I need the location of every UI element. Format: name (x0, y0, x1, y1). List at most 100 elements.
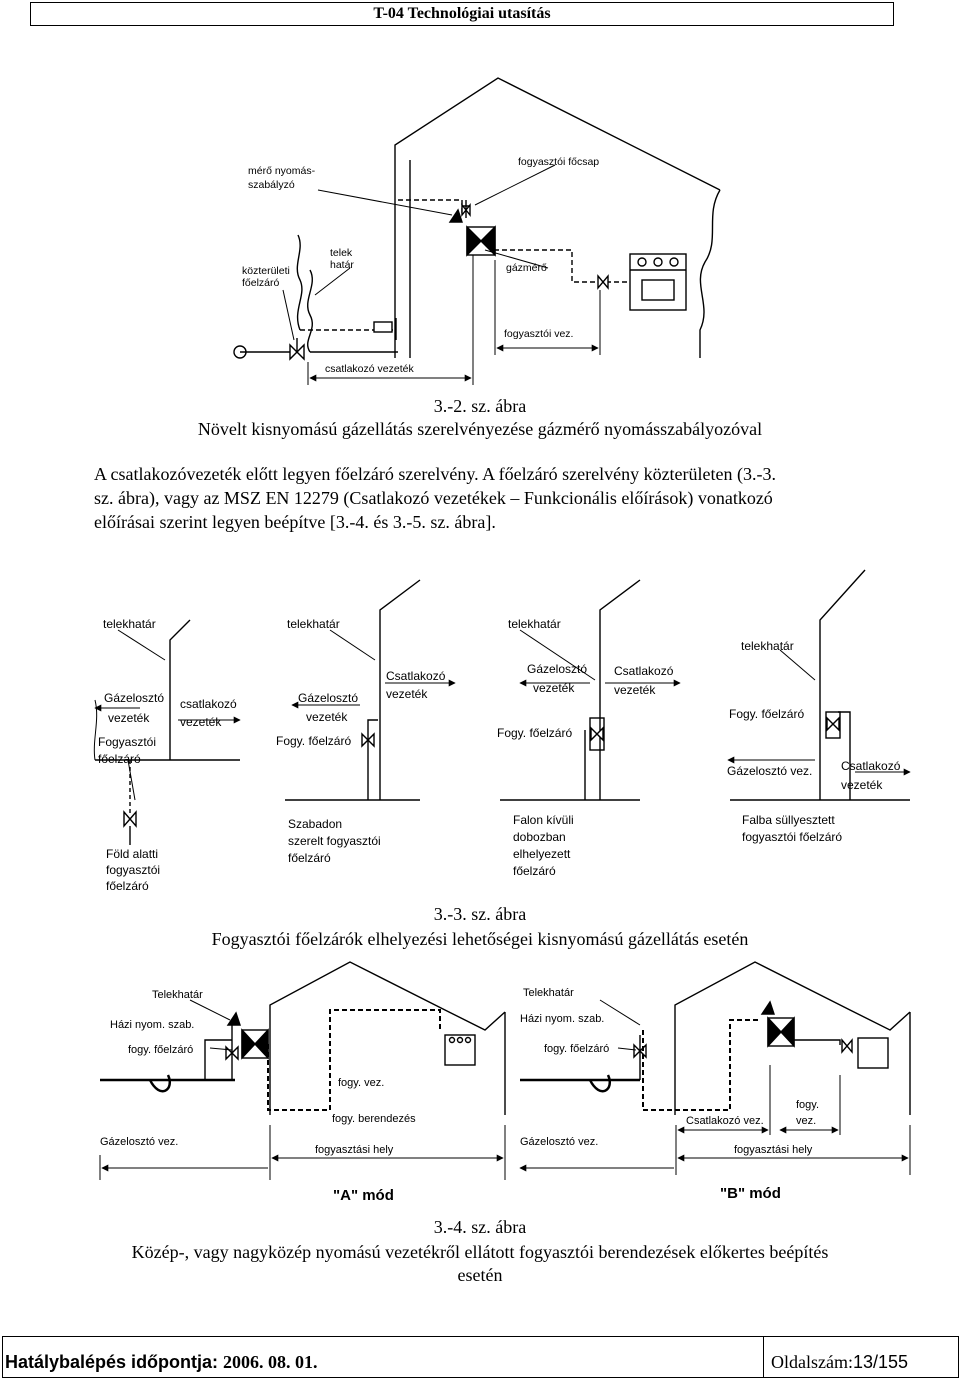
p2-note-2: szerelt fogyasztói (288, 834, 381, 848)
document-footer: Hatálybalépés időpontja: 2006. 08. 01. O… (2, 1336, 959, 1378)
a-house-reg: Házi nyom. szab. (110, 1019, 194, 1031)
p1-conn-2: vezeték (180, 715, 222, 729)
label-public-shutoff-2: főelzáró (242, 277, 280, 289)
p1-note-2: fogyasztói (106, 863, 160, 877)
p2-note-3: főelzáró (288, 851, 331, 865)
p2-dist-1: Gázelosztó (298, 691, 358, 705)
p2-boundary: telekhatár (287, 617, 340, 631)
paragraph-line-3: előírásai szerint legyen beépítve [3.-4.… (94, 512, 496, 532)
p4-note-2: fogyasztói főelzáró (742, 830, 842, 844)
p1-shutoff-1: Fogyasztói (98, 735, 156, 749)
figure-3-4-number: 3.-4. sz. ábra (433, 1217, 527, 1237)
p3-conn-2: vezeték (614, 683, 656, 697)
figure-3-3-title: Fogyasztói főelzárók elhelyezési lehetős… (211, 929, 749, 949)
figure-3-2-number: 3.-2. sz. ábra (433, 396, 527, 416)
label-public-shutoff-1: közterületi (242, 265, 290, 277)
dimension-lines (307, 255, 601, 385)
a-appliance: fogy. berendezés (332, 1113, 416, 1125)
figure-3-2-title: Növelt kisnyomású gázellátás szerelvénye… (197, 419, 763, 439)
p3-boundary: telekhatár (508, 617, 561, 631)
label-boundary-2: határ (330, 259, 354, 271)
gas-meter-symbol (466, 225, 496, 257)
p1-conn-1: csatlakozó (180, 697, 237, 711)
p3-shutoff: Fogy. főelzáró (497, 726, 572, 740)
figure-3-2 (233, 77, 721, 385)
label-service-pipe: csatlakozó vezeték (325, 363, 414, 375)
public-boundary (296, 234, 303, 331)
figure-3-3: telekhatár Gázelosztó vezeték csatlakozó… (93, 569, 911, 893)
p3-dist-2: vezeték (533, 681, 575, 695)
boundary-line (307, 269, 313, 353)
p3-note-3: elhelyezett (513, 847, 571, 861)
leader-lines (282, 164, 556, 341)
building-entry-fitting (373, 318, 397, 340)
page-number: Oldalszám:13/155 (771, 1352, 908, 1373)
public-shutoff-valve (289, 338, 305, 361)
figure-3-4-title-2: esetén (457, 1265, 503, 1285)
p2-dist-2: vezeték (306, 710, 348, 724)
p4-note-1: Falba süllyesztett (742, 813, 835, 827)
p3-dist-1: Gázelosztó (527, 662, 587, 676)
p2-note-1: Szabadon (288, 817, 342, 831)
p2-shutoff: Fogy. főelzáró (276, 734, 351, 748)
b-house-reg: Házi nyom. szab. (520, 1013, 604, 1025)
paragraph-line-1: A csatlakozóvezeték előtt legyen főelzár… (94, 464, 777, 484)
p3-note-1: Falon kívüli (513, 813, 574, 827)
b-conn: Csatlakozó vez. (686, 1115, 764, 1127)
street-main-connector (233, 345, 247, 359)
a-consumer-pipe: fogy. vez. (338, 1077, 384, 1089)
label-boundary-1: telek (330, 247, 353, 259)
body-paragraph: A csatlakozóvezeték előtt legyen főelzár… (94, 462, 856, 534)
a-boundary: Telekhatár (152, 989, 203, 1001)
p1-boundary: telekhatár (103, 617, 156, 631)
p4-shutoff: Fogy. főelzáró (729, 707, 804, 721)
effective-label: Hatálybalépés időpontja: (5, 1352, 224, 1372)
b-place: fogyasztási hely (734, 1144, 813, 1156)
appliance-valve (597, 274, 609, 290)
page-label: Oldalszám: (771, 1352, 853, 1372)
p1-note-3: főelzáró (106, 879, 149, 893)
b-consumer-pipe-2: vez. (796, 1115, 816, 1127)
p1-note-1: Föld alatti (106, 847, 158, 861)
figure-3-4-title: Közép-, vagy nagyközép nyomású vezetékrő… (131, 1242, 829, 1262)
p3-note-4: főelzáró (513, 864, 556, 878)
footer-divider (763, 1337, 764, 1377)
house-outline (394, 77, 721, 358)
b-dist: Gázelosztó vez. (520, 1136, 598, 1148)
paragraph-line-2: sz. ábra), vagy az MSZ EN 12279 (Csatlak… (94, 488, 773, 508)
main-cap-valve (461, 203, 471, 217)
page-value: 13/155 (852, 1352, 909, 1372)
p1-shutoff-2: főelzáró (98, 752, 141, 766)
figure-3-4: Telekhatár Házi nyom. szab. fogy. főelzá… (99, 961, 911, 1204)
a-dist: Gázelosztó vez. (100, 1136, 178, 1148)
a-shutoff: fogy. főelzáró (128, 1044, 193, 1056)
p4-dist: Gázelosztó vez. (727, 764, 812, 778)
label-gas-meter: gázmérő (506, 262, 547, 274)
effective-date: Hatálybalépés időpontja: 2006. 08. 01. (5, 1352, 318, 1373)
p4-boundary: telekhatár (741, 639, 794, 653)
p3-note-2: dobozban (513, 830, 566, 844)
a-mode: "A" mód (333, 1187, 394, 1204)
label-consumer-pipe: fogyasztói vez. (504, 328, 573, 340)
a-place: fogyasztási hely (315, 1144, 394, 1156)
p2-conn-1: Csatlakozó (386, 669, 446, 683)
b-consumer-pipe-1: fogy. (796, 1099, 819, 1111)
panel-boxed-shutoff: telekhatár Gázelosztó vezeték Csatlakozó… (497, 579, 681, 878)
p4-conn-2: vezeték (841, 778, 883, 792)
header-title: T-04 Technológiai utasítás (373, 5, 551, 22)
p3-conn-1: Csatlakozó (614, 664, 674, 678)
b-shutoff: fogy. főelzáró (544, 1043, 609, 1055)
mode-b-diagram: Telekhatár Házi nyom. szab. fogy. főelzá… (519, 961, 911, 1202)
label-main-cap: fogyasztói főcsap (518, 156, 599, 168)
figure-3-2-labels: mérő nyomás- szabályzó fogyasztói főcsap… (242, 156, 599, 375)
stove-appliance (629, 253, 687, 311)
panel-freestanding-shutoff: telekhatár Csatlakozó vezeték Gázelosztó… (276, 579, 456, 865)
effective-date-value: 2006. 08. 01. (223, 1352, 318, 1372)
p1-dist-1: Gázelosztó (104, 691, 164, 705)
b-boundary: Telekhatár (523, 987, 574, 999)
panel-recessed-shutoff: telekhatár Fogy. főelzáró Gázelosztó vez… (727, 569, 911, 844)
p4-conn-1: Csatlakozó (841, 759, 901, 773)
panel-underground-shutoff: telekhatár Gázelosztó vezeték csatlakozó… (93, 617, 241, 893)
label-meter-regulator-1: mérő nyomás- (248, 165, 316, 177)
